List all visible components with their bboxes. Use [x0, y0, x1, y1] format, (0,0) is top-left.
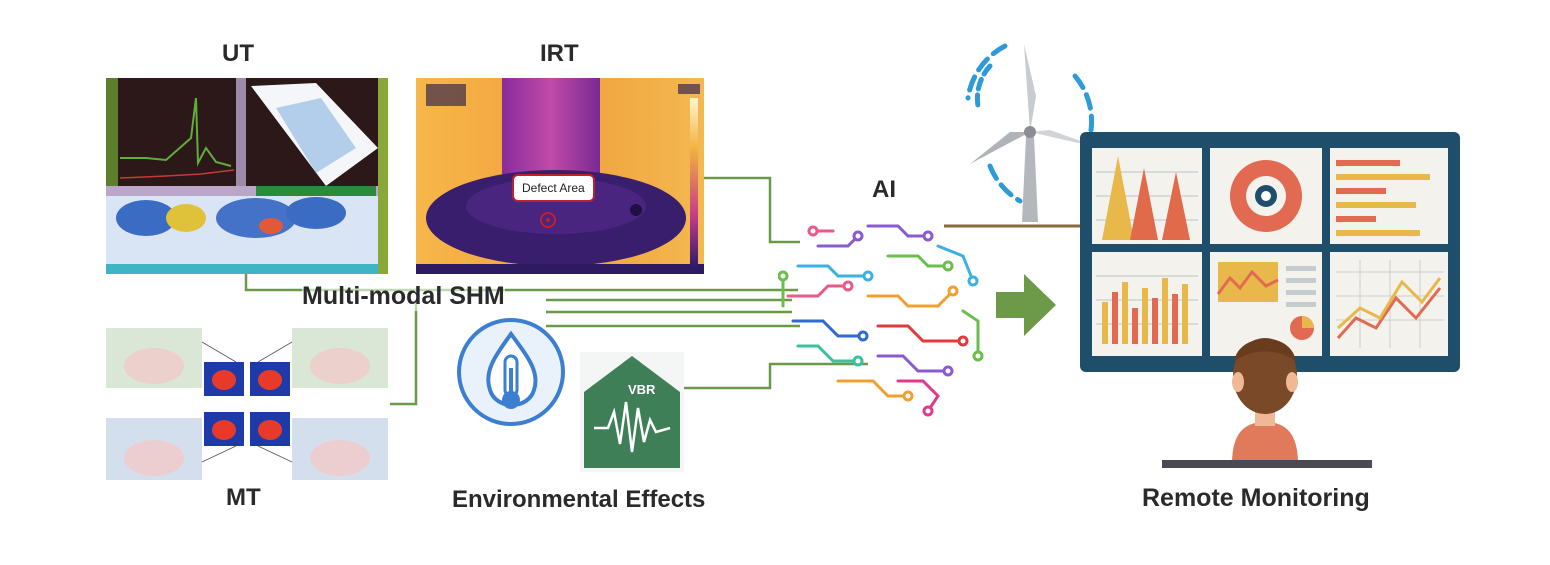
defect-area-callout: Defect Area — [512, 174, 595, 202]
forward-arrow-icon — [996, 274, 1056, 336]
vbr-label: VBR — [628, 382, 656, 397]
irt-thermal-panel: Defect Area — [416, 78, 704, 274]
ut-scan-panel — [106, 78, 388, 274]
ai-label: AI — [872, 176, 896, 203]
remote-monitoring-label: Remote Monitoring — [1142, 484, 1370, 512]
mt-label: MT — [226, 484, 261, 511]
desk-bar — [1162, 460, 1372, 468]
mt-simulation-panel — [106, 322, 388, 482]
multimodal-shm-label: Multi-modal SHM — [302, 282, 505, 311]
environmental-effects-label: Environmental Effects — [452, 486, 706, 513]
wind-turbine-icon — [950, 36, 1110, 226]
thermometer-drop-icon — [454, 312, 568, 436]
vibration-house-icon: VBR — [580, 352, 684, 472]
ai-brain-circuit-icon — [778, 206, 988, 426]
irt-label: IRT — [540, 40, 579, 67]
person-icon — [1210, 318, 1320, 464]
ut-label: UT — [222, 40, 254, 67]
monitor-dashboard — [1080, 132, 1460, 372]
